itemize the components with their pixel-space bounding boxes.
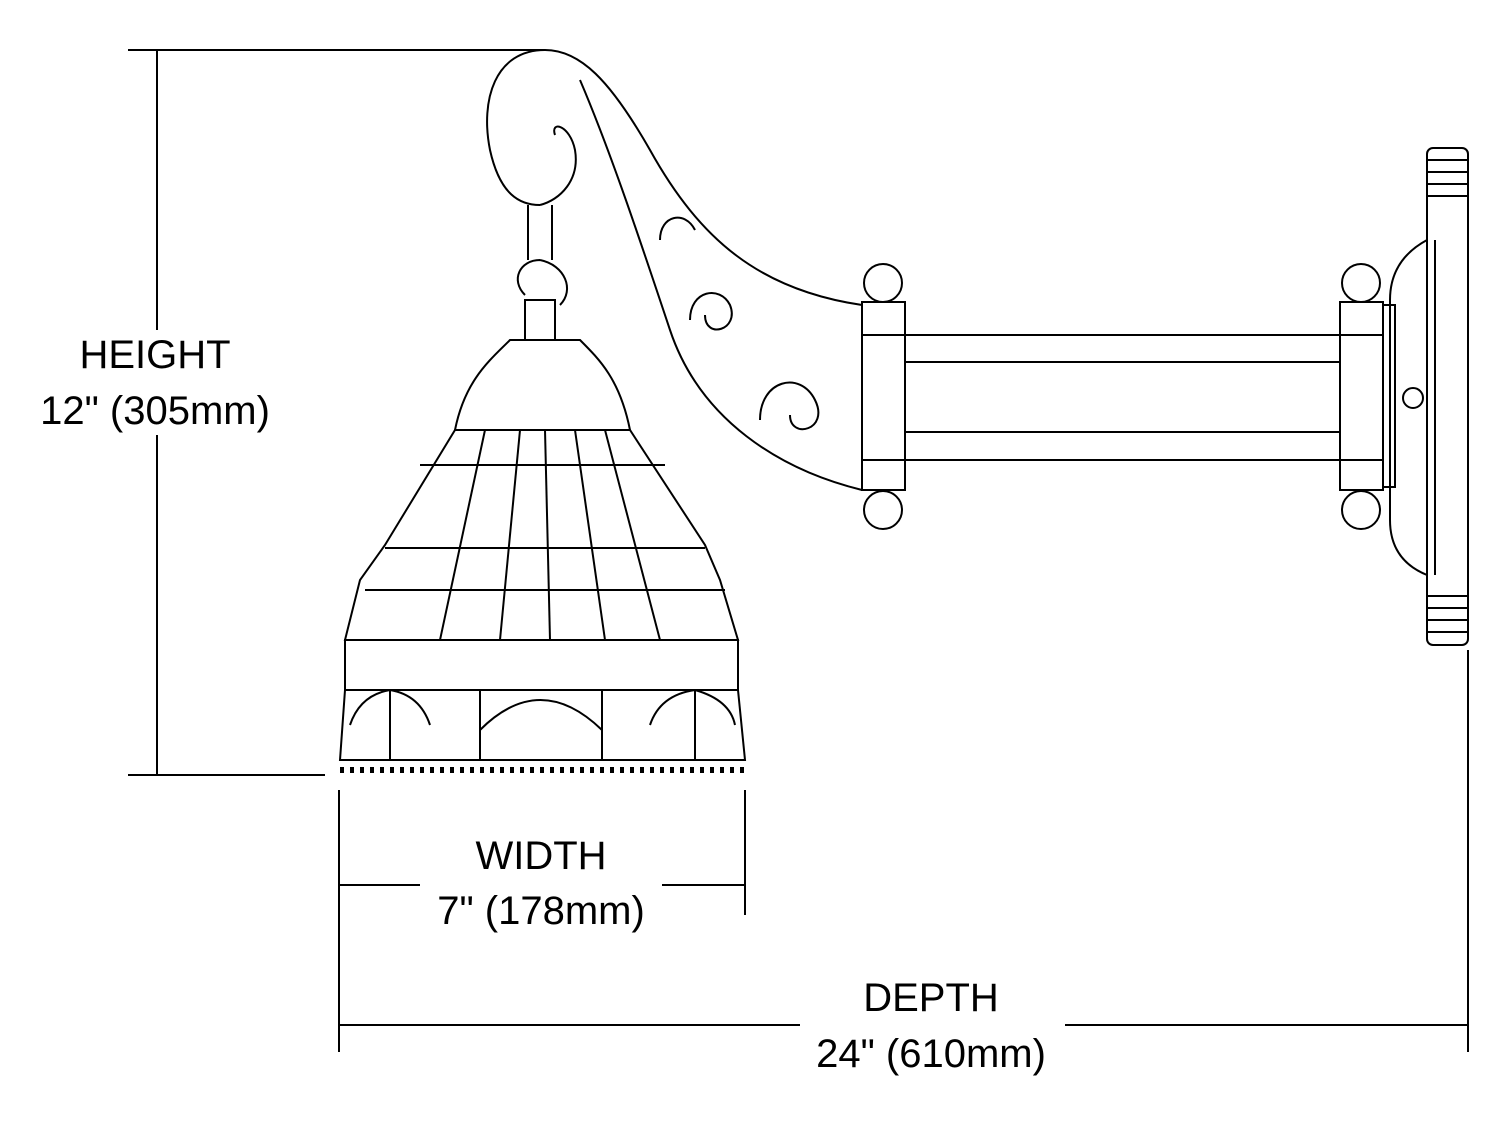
depth-dimension: DEPTH 24" (610mm) [339, 650, 1469, 1076]
depth-value: 24" (610mm) [816, 1032, 1046, 1076]
depth-label: DEPTH [863, 976, 999, 1020]
width-dimension: WIDTH 7" (178mm) [338, 790, 746, 1052]
height-label: HEIGHT [79, 333, 230, 377]
lamp-shade [338, 299, 747, 773]
width-label: WIDTH [475, 834, 606, 878]
wall-plate [1389, 147, 1469, 646]
height-value: 12" (305mm) [40, 389, 270, 433]
height-dimension: HEIGHT 12" (305mm) [40, 49, 545, 776]
arm-rod [861, 263, 1396, 530]
scroll-arm [486, 48, 863, 491]
width-value: 7" (178mm) [437, 889, 645, 933]
